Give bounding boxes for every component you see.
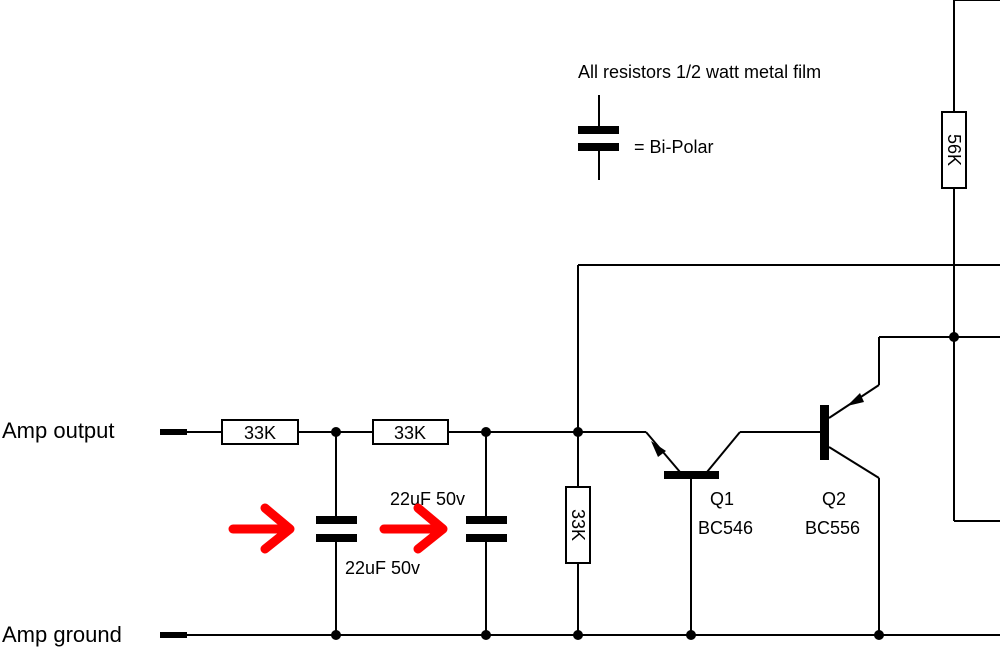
capacitor-c1-label: 22uF 50v [345,558,420,578]
resistors-note: All resistors 1/2 watt metal film [578,62,821,82]
resistor-r3: 33K [565,432,591,635]
resistor-r4: 56K [941,0,1000,522]
amp-ground-terminal [160,632,187,638]
capacitor-c2-label: 22uF 50v [390,489,465,509]
transistor-q2-part: BC556 [805,518,860,538]
red-arrow-icon [379,503,448,554]
amp-output-terminal [160,429,187,435]
transistor-q1-part: BC546 [698,518,753,538]
amp-ground-label: Amp ground [2,622,122,647]
resistor-r4-label: 56K [944,134,964,166]
feedback-wire [577,264,1000,432]
transistor-q1-name: Q1 [710,489,734,509]
transistor-q2 [820,336,1000,635]
bipolar-note: = Bi-Polar [634,137,714,157]
resistor-r3-label: 33K [568,509,588,541]
transistor-q2-name: Q2 [822,489,846,509]
resistor-r1-label: 33K [244,423,276,443]
resistor-r2-label: 33K [394,423,426,443]
capacitor-c2 [466,432,507,635]
capacitor-c1 [316,432,357,635]
amp-output-label: Amp output [2,418,115,443]
transistor-q1 [645,431,823,635]
resistor-r1: 33K [221,419,299,445]
junction-dots [331,332,959,640]
resistor-r2: 33K [372,419,449,445]
red-arrow-icon [228,503,295,554]
bipolar-capacitor-symbol [578,95,619,180]
